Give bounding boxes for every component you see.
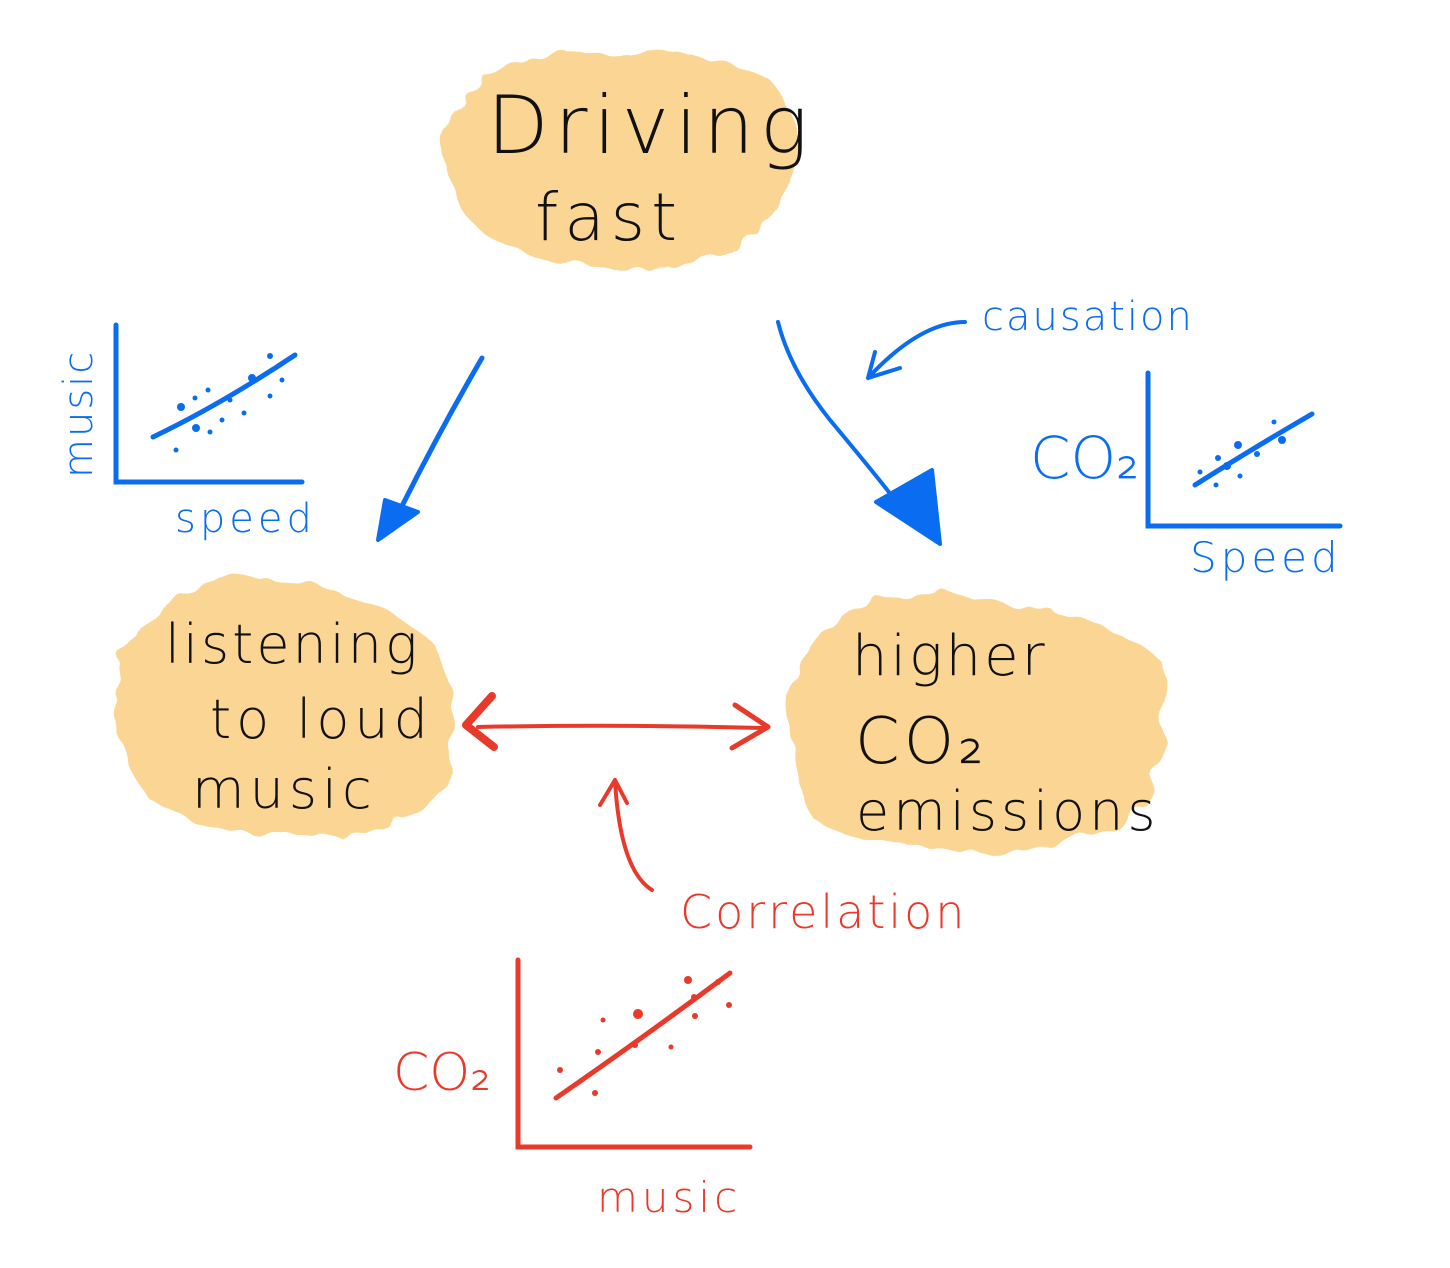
arrow-shaft xyxy=(476,723,767,730)
plot-ylabel: CO₂ xyxy=(1030,424,1139,492)
trend-line xyxy=(553,970,733,1101)
causation-label-pointer xyxy=(866,320,967,380)
causation-arrow-to-co2 xyxy=(776,320,942,546)
scatter-point xyxy=(192,424,200,432)
scatter-point xyxy=(595,1049,601,1055)
scatter-point xyxy=(1197,469,1203,475)
node-label-line: music xyxy=(192,758,377,821)
scatter-point xyxy=(1254,451,1260,457)
scatter-point xyxy=(219,417,225,423)
scatter-point xyxy=(1213,482,1219,488)
scatter-point xyxy=(692,1013,698,1019)
node-label-line: Driving xyxy=(487,79,814,172)
trend-line xyxy=(150,352,298,440)
arrow-head-right xyxy=(729,702,771,751)
scatter-point xyxy=(267,393,273,399)
pointer-arrow xyxy=(598,778,654,892)
pointer-arrow xyxy=(866,320,967,380)
node-listening-to-loud-music: listening to loud music xyxy=(113,576,453,836)
correlation-arrow xyxy=(462,692,771,751)
scatter-point xyxy=(633,1009,643,1019)
node-label-line: emissions xyxy=(856,780,1160,843)
mini-plot-speed-music xyxy=(113,322,305,485)
scatter-point xyxy=(632,1042,638,1048)
trend-line xyxy=(1192,411,1315,488)
scatter-point xyxy=(173,447,179,453)
scatter-points xyxy=(557,976,732,1096)
scatter-point xyxy=(205,387,211,393)
arrow-shaft xyxy=(776,320,897,502)
plot-xlabel: music xyxy=(597,1173,741,1222)
scatter-point xyxy=(600,1017,606,1023)
causation-label: causation xyxy=(982,294,1194,340)
highlight-blob xyxy=(444,51,797,269)
node-label-line: listening xyxy=(165,613,420,676)
scatter-point xyxy=(177,403,185,411)
plot-ylabel: music xyxy=(56,350,102,478)
scatter-point xyxy=(1237,473,1243,479)
scatter-point xyxy=(668,1044,674,1050)
scatter-point xyxy=(248,374,256,382)
node-driving-fast: Driving fast xyxy=(444,51,814,269)
scatter-points xyxy=(173,353,285,453)
scatter-point xyxy=(192,395,198,401)
scatter-point xyxy=(267,353,273,359)
arrow-head xyxy=(376,498,420,542)
scatter-point xyxy=(557,1067,563,1073)
scatter-point xyxy=(241,410,247,416)
arrow-head xyxy=(874,468,942,546)
scatter-point xyxy=(726,1002,732,1008)
node-higher-co2-emissions: higher CO₂ emissions xyxy=(789,595,1165,851)
scatter-point xyxy=(691,994,697,1000)
node-label-line: to loud xyxy=(210,688,433,751)
plot-axes xyxy=(1145,370,1343,529)
scatter-points xyxy=(1197,419,1286,488)
highlight-blob xyxy=(113,576,453,836)
scatter-point xyxy=(684,976,692,984)
plot-axes xyxy=(113,322,305,485)
node-label-line: higher xyxy=(852,624,1048,689)
plot-axes xyxy=(515,957,753,1150)
correlation-label: Correlation xyxy=(680,885,967,939)
node-label-line: CO₂ xyxy=(855,705,988,779)
arrow-shaft xyxy=(397,355,485,513)
scatter-point xyxy=(1271,419,1277,425)
scatter-point xyxy=(1278,436,1286,444)
plot-xlabel: speed xyxy=(175,496,316,542)
scatter-point xyxy=(1215,455,1221,461)
node-label-line: fast xyxy=(535,179,683,256)
scatter-point xyxy=(715,979,721,985)
scatter-point xyxy=(279,377,285,383)
mini-plot-speed-co2 xyxy=(1145,370,1343,529)
correlation-label-pointer xyxy=(598,778,654,892)
scatter-point xyxy=(1223,462,1231,470)
plot-ylabel: CO₂ xyxy=(393,1043,491,1103)
causation-arrow-to-music xyxy=(376,355,485,542)
scatter-point xyxy=(592,1090,598,1096)
mini-plot-music-co2 xyxy=(515,957,753,1150)
highlight-blob xyxy=(789,595,1165,851)
plot-xlabel: Speed xyxy=(1190,533,1342,582)
arrow-head-left xyxy=(462,692,498,751)
scatter-point xyxy=(227,397,233,403)
scatter-point xyxy=(207,429,213,435)
scatter-point xyxy=(1234,441,1242,449)
